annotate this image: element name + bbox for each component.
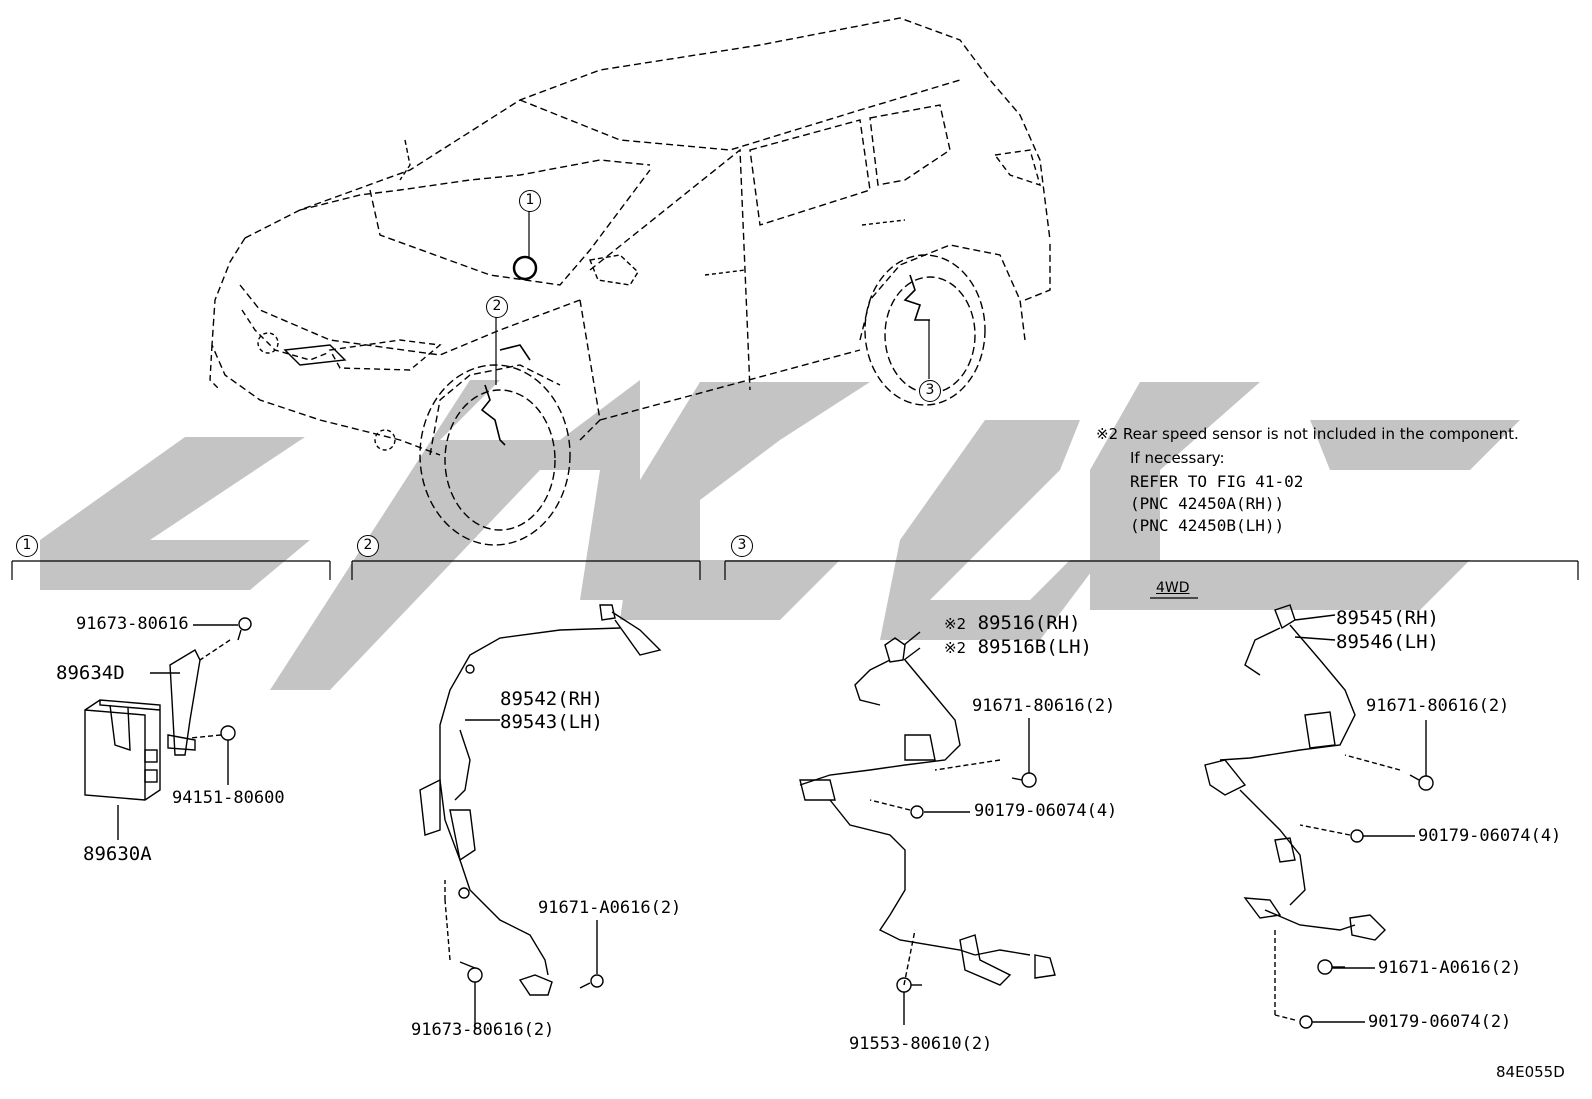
- part-s2-sensor-lh[interactable]: 89543(LH): [500, 711, 603, 733]
- section-1-label[interactable]: 1: [16, 535, 38, 557]
- note-line-1: ※2 Rear speed sensor is not included in …: [1096, 423, 1519, 445]
- note-line-3: REFER TO FIG 41-02: [1130, 472, 1304, 491]
- part-s3b-bolt[interactable]: 91671-80616(2): [1366, 696, 1510, 716]
- section2-parts: [419, 604, 662, 1030]
- part-s3b-clip[interactable]: 90179-06074(4): [1418, 826, 1562, 846]
- callout-2[interactable]: 2: [486, 296, 508, 318]
- part-s1-bracket[interactable]: 89634D: [56, 662, 125, 684]
- part-s3b-clip-b[interactable]: 90179-06074(2): [1368, 1012, 1512, 1032]
- s3-mark-lh: ※2: [944, 639, 967, 657]
- section-2-label[interactable]: 2: [357, 535, 379, 557]
- callout-leaders: [495, 211, 930, 385]
- s3-sensor-rh-text: 89516(RH): [977, 612, 1081, 634]
- variant-4wd-label: 4WD: [1156, 580, 1190, 596]
- note-mark: ※2: [1096, 425, 1119, 443]
- note-line-5: (PNC 42450B(LH)): [1130, 516, 1285, 535]
- part-s1-bolt[interactable]: 91673-80616: [76, 614, 189, 634]
- part-s1-nut[interactable]: 94151-80600: [172, 788, 285, 808]
- part-s3b-sensor-lh[interactable]: 89546(LH): [1336, 631, 1439, 653]
- vehicle-outline: [209, 17, 1051, 546]
- part-s2-sensor-rh[interactable]: 89542(RH): [500, 688, 603, 710]
- section-3-label[interactable]: 3: [731, 535, 753, 557]
- note-line-4: (PNC 42450A(RH)): [1130, 494, 1285, 513]
- part-s1-computer[interactable]: 89630A: [83, 843, 152, 865]
- note-line-2: If necessary:: [1130, 449, 1225, 467]
- section3-right-parts: [1204, 604, 1434, 1029]
- part-s3b-bolt-a[interactable]: 91671-A0616(2): [1378, 958, 1522, 978]
- note-text: Rear speed sensor is not included in the…: [1122, 425, 1519, 443]
- figure-code: 84E055D: [1496, 1063, 1565, 1081]
- part-s2-bolt-a[interactable]: 91671-A0616(2): [538, 898, 682, 918]
- vehicle-wiring: [480, 255, 930, 446]
- part-s3b-sensor-rh[interactable]: 89545(RH): [1336, 607, 1439, 629]
- part-s3-clip[interactable]: 90179-06074(4): [974, 801, 1118, 821]
- part-s3-bolt-b[interactable]: 91553-80610(2): [849, 1034, 993, 1054]
- part-s3-sensor-rh[interactable]: ※2 89516(RH): [944, 612, 1081, 635]
- callout-1[interactable]: 1: [519, 190, 541, 212]
- part-s3-sensor-lh[interactable]: ※2 89516B(LH): [944, 636, 1092, 659]
- s3-mark-rh: ※2: [944, 615, 967, 633]
- section-brackets: [11, 560, 1579, 599]
- s3-sensor-lh-text: 89516B(LH): [977, 636, 1092, 658]
- part-s2-bolt-b[interactable]: 91673-80616(2): [411, 1020, 555, 1040]
- part-s3-bolt[interactable]: 91671-80616(2): [972, 696, 1116, 716]
- section3-left-parts: [799, 631, 1056, 1025]
- section1-parts: [84, 617, 252, 840]
- callout-3[interactable]: 3: [919, 380, 941, 402]
